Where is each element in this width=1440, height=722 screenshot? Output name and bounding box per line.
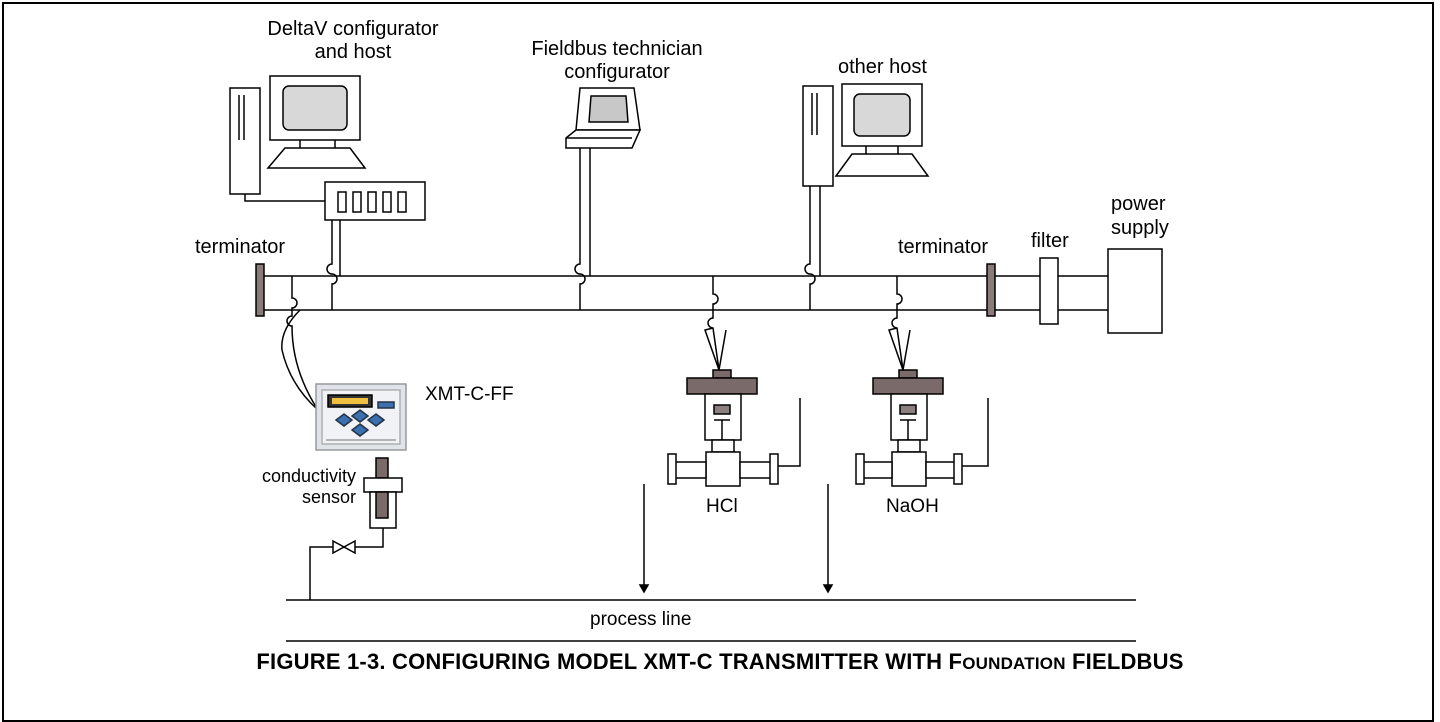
terminator-right-label: terminator bbox=[898, 236, 989, 258]
power-supply-label: power supply bbox=[1111, 193, 1169, 239]
terminator-right-icon bbox=[986, 263, 996, 317]
deltav-host-label: DeltaV configurator and host bbox=[267, 18, 439, 63]
transmitter-label: XMT-C-FF bbox=[425, 384, 514, 405]
filter-icon bbox=[1039, 257, 1059, 325]
fieldbus-network-diagram bbox=[229, 75, 1163, 642]
hcl-label: HCl bbox=[706, 496, 738, 517]
terminator-left-label: terminator bbox=[195, 236, 286, 258]
caption-main: FIGURE 1-3. CONFIGURING MODEL XMT-C TRAN… bbox=[256, 649, 963, 674]
other-host-tower-icon bbox=[802, 85, 834, 187]
naoh-label: NaOH bbox=[886, 496, 939, 517]
sensor-label: conductivity sensor bbox=[261, 466, 356, 507]
terminator-left-icon bbox=[255, 263, 265, 317]
process-line bbox=[286, 599, 1136, 642]
naoh-valve-assembly bbox=[822, 310, 989, 594]
hcl-valve-assembly bbox=[638, 310, 801, 594]
deltav-monitor-icon bbox=[266, 75, 367, 169]
deltav-tower-icon bbox=[229, 87, 261, 195]
filter-label: filter bbox=[1031, 230, 1069, 252]
power-supply-icon bbox=[1107, 248, 1163, 334]
caption-small-caps: OUNDATION bbox=[962, 654, 1066, 673]
caption-tail: FIELDBUS bbox=[1065, 649, 1184, 674]
valve-icon bbox=[332, 539, 356, 555]
transmitter-icon bbox=[315, 383, 407, 451]
technician-label: Fieldbus technician configurator bbox=[531, 38, 703, 83]
fieldbus-trunk bbox=[262, 275, 1108, 311]
other-host-monitor-icon bbox=[834, 83, 930, 177]
laptop-icon bbox=[565, 87, 642, 149]
figure-caption: FIGURE 1-3. CONFIGURING MODEL XMT-C TRAN… bbox=[0, 649, 1440, 675]
hub-icon bbox=[324, 181, 426, 221]
other-host-label: other host bbox=[838, 56, 927, 78]
conductivity-sensor-icon bbox=[363, 457, 403, 529]
process-line-label: process line bbox=[590, 609, 692, 630]
